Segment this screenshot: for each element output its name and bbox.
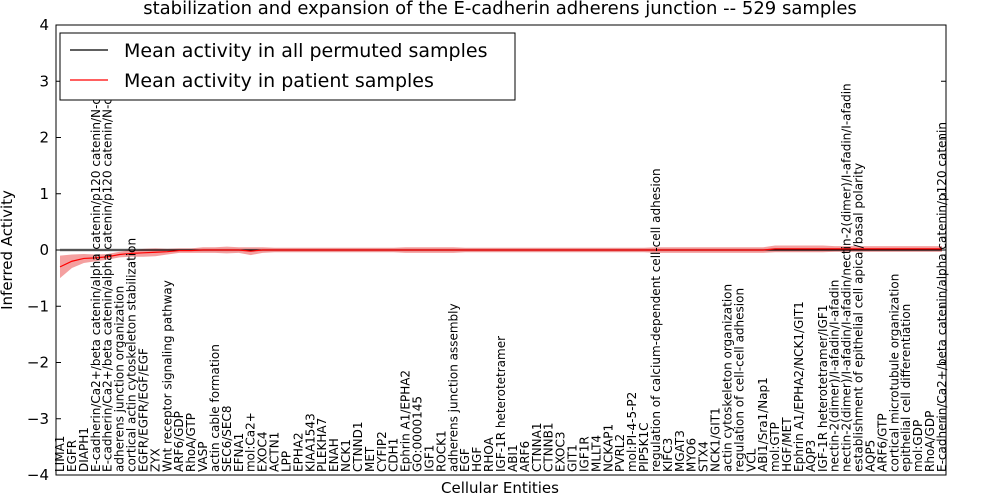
category-label: Ephrin A1/EPHA2 [399, 370, 413, 472]
category-label: regulation of cell-cell adhesion [732, 288, 746, 472]
category-label: PLEKHA7 [315, 418, 329, 472]
category-label: PIP5K1C [637, 422, 651, 472]
category-label: EXOC3 [554, 432, 568, 473]
category-label: KIFC3 [661, 438, 675, 472]
category-label: adherens junction assembly [446, 303, 460, 472]
category-label: ABI1/Sra1/Nap1 [756, 377, 770, 472]
y-tick-label: −2 [27, 354, 49, 372]
category-label: RhoA/GTP [184, 413, 198, 472]
plot-lines [59, 248, 942, 268]
category-label: ROCK1 [434, 430, 448, 472]
category-label: EPHA2 [291, 432, 305, 472]
category-label: NCKAP1 [601, 424, 615, 472]
category-label: ARF6/GDP [172, 411, 186, 472]
category-label: ARF6 [518, 441, 532, 472]
y-tick-label: 1 [39, 185, 49, 203]
category-label: mol:Ca2+ [244, 412, 258, 472]
plot-frame [55, 24, 947, 476]
category-label: MYO6 [685, 438, 699, 472]
category-label: E-cadherin/Ca2+/beta catenin/alpha caten… [935, 122, 949, 472]
y-tick-label: 2 [39, 129, 49, 147]
category-label: VASP [196, 441, 210, 472]
category-label: NCK1 [339, 439, 353, 472]
category-label: E-cadherin/Ca2+/beta catenin/alpha caten… [89, 52, 103, 472]
category-label: EGF [458, 448, 472, 472]
category-label: epithelial cell differentiation [899, 304, 913, 472]
category-label: LPP [279, 451, 293, 472]
y-tick-label: 4 [39, 16, 49, 34]
y-axis: −4 −3 −2 −1 0 1 2 3 4 [27, 16, 946, 484]
category-label: Wnt receptor signaling pathway [160, 280, 174, 472]
category-label: CTNND1 [351, 421, 365, 472]
legend-permuted-label: Mean activity in all permuted samples [124, 40, 487, 62]
category-label: IGF-1R heterotetramer/IGF1 [816, 305, 830, 472]
category-label: mol:GTP [768, 422, 782, 472]
category-label: actin cable formation [208, 344, 222, 472]
category-label: actin cytoskeleton organization [720, 284, 734, 472]
y-axis-label: Inferred Activity [0, 190, 16, 310]
category-label: GIT1 [566, 444, 580, 472]
category-label: ENAH [327, 438, 341, 472]
x-axis-label: Cellular Entities [441, 479, 559, 497]
category-label: RHOA [482, 436, 496, 472]
category-label: CYFIP2 [375, 431, 389, 472]
category-label: mol:PI-4-5-P2 [625, 392, 639, 472]
category-label: establishment of epithelial cell apical/… [852, 163, 866, 472]
y-tick-label: 3 [39, 72, 49, 90]
category-label: mol:GDP [911, 420, 925, 472]
y-tick-label: −1 [27, 297, 49, 315]
y-tick-label: 0 [39, 241, 49, 259]
category-label: MET [363, 446, 377, 472]
category-label: HGF [470, 447, 484, 472]
category-label: RhoA/GDP [923, 411, 937, 472]
category-label: PVRL2 [613, 434, 627, 472]
category-label: cortical actin cytoskeleton stabilizatio… [125, 238, 139, 472]
legend: Mean activity in all permuted samples Me… [59, 32, 516, 101]
category-label: IGF-1R heterotetramer [494, 336, 508, 472]
category-label: AQP5 [863, 440, 877, 472]
category-label: IGF1 [422, 445, 436, 472]
y-tick-label: −4 [27, 466, 49, 484]
category-label: HGF/MET [780, 417, 794, 472]
category-label: CTNNA1 [530, 422, 544, 472]
category-label: MGAT3 [673, 430, 687, 472]
chart-title: stabilization and expansion of the E-cad… [143, 0, 857, 19]
category-label: CTNNB1 [542, 422, 556, 472]
category-label: EXOC4 [256, 432, 270, 473]
category-label: ACTN1 [268, 432, 282, 472]
category-label: VCL [744, 448, 758, 472]
category-label: cortical microtubule organization [887, 274, 901, 472]
category-label: SEC6/SEC8 [220, 406, 234, 472]
category-label: CDH1 [387, 438, 401, 472]
category-label: Ephrin A1/EPHA2/NCK1/GIT1 [792, 301, 806, 472]
category-label: EFNA1 [232, 433, 246, 472]
legend-patient-label: Mean activity in patient samples [124, 70, 434, 92]
category-label: nectin-2(dimer)/I-afadin/I-afadin [828, 280, 842, 472]
category-label: ZYX [148, 448, 162, 472]
category-label: STX4 [697, 441, 711, 472]
category-label: AQP3 [804, 440, 818, 472]
category-label: EGFR [65, 440, 79, 472]
category-label: GO:0000145 [411, 396, 425, 472]
y-tick-label: −3 [27, 410, 49, 428]
legend-box [59, 32, 516, 101]
category-label: EGFR/EGFR/EGF/EGF [136, 348, 150, 472]
category-label: IGF1R [577, 436, 591, 472]
category-label: NCK1/GIT1 [709, 407, 723, 472]
category-label: ABI1 [506, 444, 520, 472]
series-line-patient [59, 248, 942, 268]
category-label: adherens junction organization [113, 286, 127, 472]
category-label: MLLT4 [589, 435, 603, 472]
category-label: regulation of calcium-dependent cell-cel… [649, 168, 663, 472]
category-label: E-cadherin/Ca2+/beta catenin/alpha caten… [101, 52, 115, 472]
category-label: nectin-2(dimer)/I-afadin/I-afadin/nectin… [840, 83, 854, 472]
category-label: DIAPH1 [77, 427, 91, 472]
category-label: ARF6/GTP [875, 413, 889, 472]
category-label: KIAA1543 [303, 413, 317, 472]
